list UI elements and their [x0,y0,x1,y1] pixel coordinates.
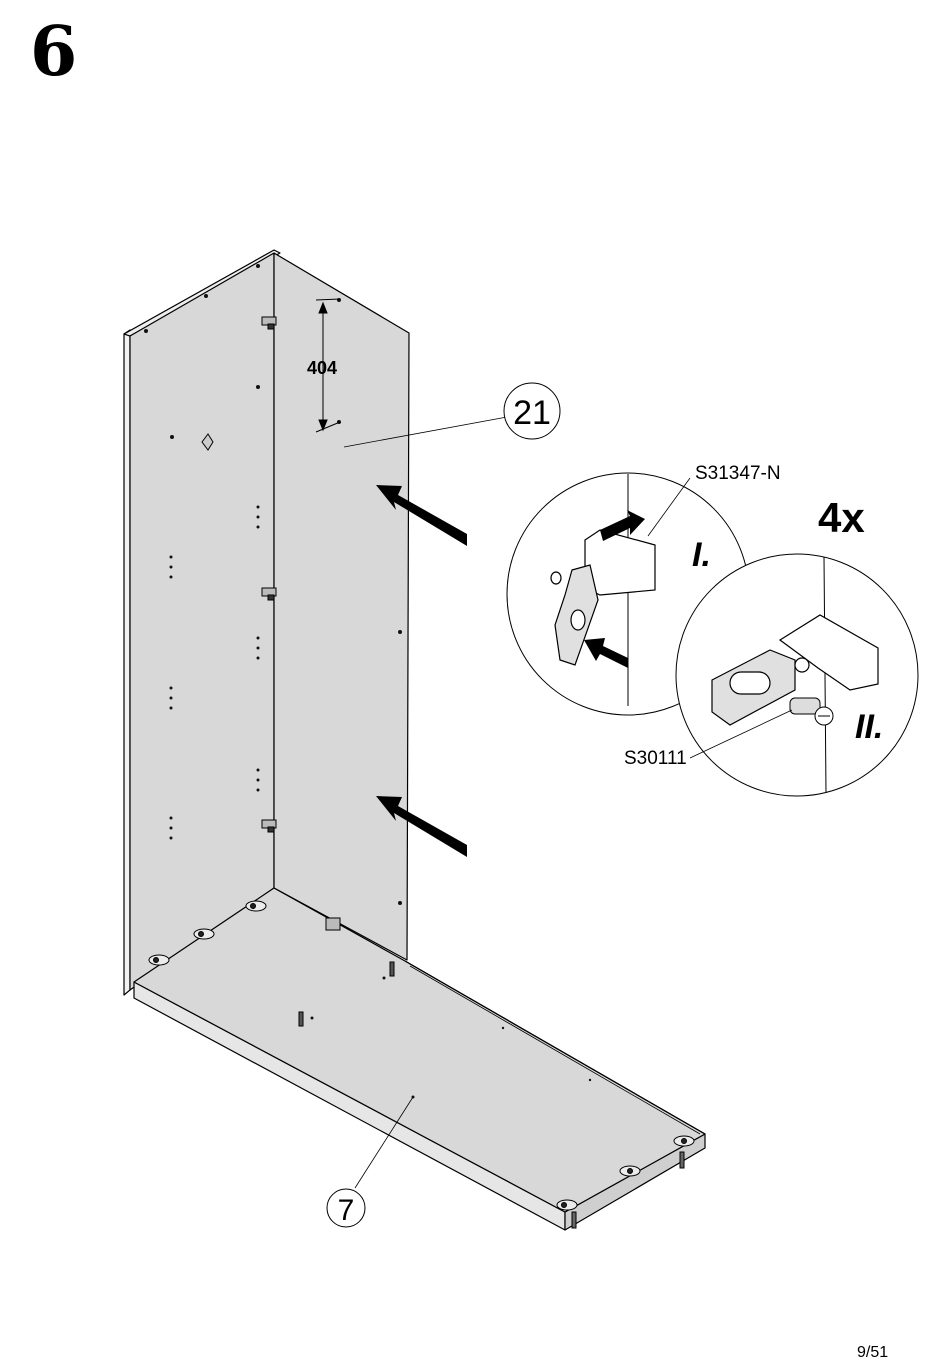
side-panel-21 [124,250,409,995]
dimension-label: 404 [307,358,337,378]
detail-step-label-2: II. [855,708,883,746]
bottom-panel-7 [134,888,705,1230]
hardware-code-1: S31347-N [695,463,781,484]
detail-step-label-1: I. [692,536,711,574]
part-label-21: 21 [513,394,551,432]
hardware-code-2: S30111 [624,748,687,769]
detail-circle-2: II. [676,554,918,796]
part-label-7: 7 [338,1194,355,1227]
